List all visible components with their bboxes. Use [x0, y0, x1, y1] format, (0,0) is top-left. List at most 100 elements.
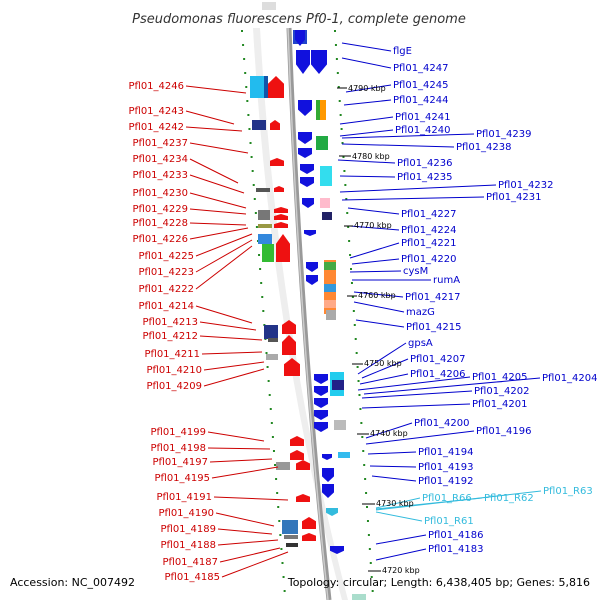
outer-tick-dot — [348, 240, 351, 242]
gene-arrow-down — [322, 454, 332, 460]
gene-arrow-up — [268, 76, 284, 98]
inner-tick-dot — [283, 590, 286, 592]
gene-arrow-down — [314, 386, 328, 396]
gene-block — [320, 198, 330, 208]
outer-tick-dot — [347, 226, 350, 228]
inner-tick-dot — [281, 562, 284, 564]
outer-tick-dot — [353, 324, 356, 326]
gene-label-forward: Pfl01_4193 — [418, 462, 474, 473]
scale-label: 4790 kbp — [348, 84, 386, 93]
inner-tick-dot — [244, 72, 247, 74]
gene-label-forward: Pfl01_4239 — [476, 129, 532, 140]
gene-label-forward: flgE — [393, 46, 412, 57]
gene-block — [338, 452, 350, 458]
gene-block — [324, 262, 336, 270]
leader-line — [375, 548, 427, 561]
inner-tick-dot — [252, 184, 255, 186]
gene-block — [258, 224, 272, 228]
gene-block — [264, 76, 268, 98]
outer-tick-dot — [340, 128, 343, 130]
leader-line — [375, 511, 423, 522]
gene-arrow-down — [295, 30, 305, 46]
leader-line — [195, 245, 253, 290]
gene-block — [256, 188, 270, 192]
inner-tick-dot — [265, 352, 268, 354]
leader-line — [341, 196, 485, 201]
gene-block — [324, 284, 336, 292]
gene-arrow-down — [311, 50, 327, 74]
scale-label: 4770 kbp — [354, 221, 392, 230]
scale-label: 4720 kbp — [382, 566, 420, 575]
inner-tick-dot — [268, 394, 271, 396]
gene-label-forward: Pfl01_4231 — [486, 192, 542, 203]
outer-tick-dot — [369, 562, 372, 564]
gene-block — [250, 76, 264, 98]
inner-tick-dot — [254, 212, 257, 214]
gene-block — [258, 210, 270, 220]
inner-tick-dot — [246, 100, 249, 102]
leader-line — [209, 458, 273, 463]
gene-arrow-down — [298, 100, 312, 116]
inner-tick-dot — [280, 548, 283, 550]
gene-label-reverse: Pfl01_4237 — [132, 138, 188, 149]
gene-arrow-down — [304, 230, 316, 236]
outer-tick-dot — [360, 422, 363, 424]
outer-tick-dot — [354, 338, 357, 340]
outer-tick-dot — [334, 44, 337, 46]
gene-label-reverse: Pfl01_4229 — [132, 204, 188, 215]
inner-tick-dot — [282, 576, 285, 578]
inner-tick-dot — [271, 436, 274, 438]
outer-tick-dot — [339, 114, 342, 116]
gene-arrow-down — [314, 374, 328, 384]
inner-tick-dot — [275, 478, 278, 480]
outer-tick-dot — [361, 436, 364, 438]
leader-line — [375, 490, 542, 511]
leader-line — [195, 305, 253, 324]
leader-line — [361, 390, 473, 399]
gene-label-forward: Pfl01_4194 — [418, 447, 474, 458]
gene-label-forward: Pfl01_4227 — [401, 209, 457, 220]
gene-arrow-down — [298, 148, 312, 158]
outer-tick-dot — [337, 86, 340, 88]
gene-label-reverse: Pfl01_4190 — [158, 508, 214, 519]
leader-line — [341, 57, 392, 69]
gene-block — [332, 380, 344, 390]
gene-arrow-up — [274, 186, 284, 192]
outer-tick-dot — [366, 506, 369, 508]
accession-text: Accession: NC_007492 — [10, 576, 135, 589]
leader-line — [189, 227, 249, 240]
leader-line — [195, 233, 253, 257]
leader-line — [361, 358, 409, 379]
gene-label-forward: Pfl01_4206 — [410, 369, 466, 380]
gene-label-forward: Pfl01_4232 — [498, 180, 554, 191]
gene-label-forward: Pfl01_4207 — [410, 354, 466, 365]
inner-tick-dot — [248, 128, 251, 130]
leader-line — [357, 376, 471, 391]
gene-arrow-down — [302, 198, 314, 208]
leader-line — [211, 466, 279, 479]
outer-tick-dot — [334, 30, 336, 32]
gene-arrow-down — [298, 132, 312, 144]
gene-block — [324, 300, 336, 308]
inner-tick-dot — [272, 450, 275, 452]
gene-label-forward: Pfl01_4238 — [456, 142, 512, 153]
gene-arrow-up — [274, 214, 288, 220]
gene-arrow-up — [282, 320, 296, 334]
outer-tick-dot — [358, 394, 361, 396]
gene-arrow-up — [284, 358, 300, 376]
gene-label-forward: cysM — [403, 266, 428, 277]
gene-arrow-down — [326, 508, 338, 516]
gene-label-reverse: Pfl01_4198 — [150, 443, 206, 454]
inner-tick-dot — [261, 296, 264, 298]
inner-tick-dot — [241, 30, 243, 32]
inner-tick-dot — [251, 170, 254, 172]
gene-label-forward: Pfl01_4224 — [401, 225, 457, 236]
gene-label-forward: Pfl01_4204 — [542, 373, 598, 384]
leader-line — [375, 534, 427, 545]
gene-block — [326, 310, 336, 320]
inner-tick-dot — [262, 310, 265, 312]
gene-label-forward: Pfl01_4220 — [401, 254, 457, 265]
genome-summary: Topology: circular; Length: 6,438,405 bp… — [287, 576, 590, 589]
gene-label-forward: Pfl01_4244 — [393, 95, 449, 106]
